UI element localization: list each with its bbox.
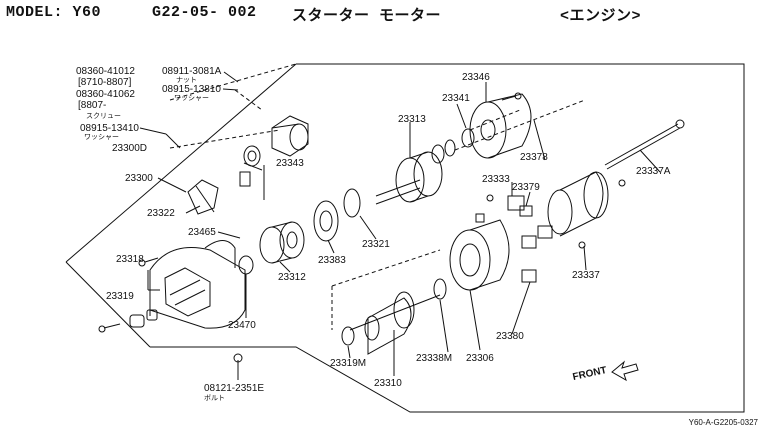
washer-23321 (343, 188, 361, 218)
part-label: 23465 (188, 227, 216, 238)
part-note: ワッシャー (174, 95, 209, 102)
part-note: ワッシャー (84, 134, 119, 141)
armature-23310 (349, 291, 441, 355)
part-label: 23312 (278, 272, 306, 283)
part-label: 23310 (374, 378, 402, 389)
part-label: 23322 (147, 208, 175, 219)
solenoid-23343 (271, 115, 309, 157)
through-bolt-23337A (604, 119, 685, 170)
part-label: 23383 (318, 255, 346, 266)
part-label: 23319M (330, 358, 367, 369)
pinion-23312 (259, 221, 305, 264)
bolts-front (98, 257, 159, 333)
part-label: 23337 (572, 270, 600, 281)
bushing-23319 (129, 314, 145, 328)
part-label: 08915-13810 (162, 84, 221, 95)
gear-housing-23346 (461, 93, 532, 159)
dashed-leaders (169, 63, 586, 330)
front-arrow (611, 360, 639, 382)
washer-23338M (433, 278, 447, 300)
doc-reference: Y60-A-G2205-0327 (688, 418, 758, 427)
assembly-frame (150, 63, 745, 413)
part-label: 23313 (398, 114, 426, 125)
plate-23383 (313, 200, 339, 242)
part-label: 23470 (228, 320, 256, 331)
part-label: 23378 (520, 152, 548, 163)
gear-shaft-23313 (375, 139, 456, 205)
washer-23465 (238, 255, 254, 275)
assembly-frame-top (65, 63, 297, 263)
part-label: 08360-41062 (76, 89, 135, 100)
rear-cover-23337 (547, 171, 609, 249)
part-label: 23318 (116, 254, 144, 265)
lever-spring (239, 145, 265, 200)
washer-23319M (341, 326, 355, 346)
part-label: 23333 (482, 174, 510, 185)
screw-23337 (618, 179, 626, 187)
part-label: 23379 (512, 182, 540, 193)
part-label: [8807- (78, 100, 107, 111)
section-label: <エンジン> (560, 8, 642, 25)
part-label: 23337A (636, 166, 671, 177)
figure-title: スターター モーター (292, 8, 442, 25)
part-label: 08911-3081A (162, 66, 222, 77)
figure-code: G22-05- 002 (152, 4, 257, 21)
part-label: 23300 (125, 173, 153, 184)
part-label: 23338M (416, 353, 453, 364)
part-note: ナット (176, 77, 197, 84)
leaders (139, 71, 661, 376)
assembly-frame-left (65, 261, 151, 348)
yoke-23306 (449, 213, 510, 291)
part-label: 08915-13410 (80, 123, 139, 134)
part-label: 23306 (466, 353, 494, 364)
part-label: 23300D (112, 143, 148, 154)
part-label: 23319 (106, 291, 134, 302)
part-label: 08121-2351E (204, 383, 265, 394)
part-note: ボルト (204, 395, 225, 402)
part-label: [8710-8807] (78, 77, 132, 88)
part-label: 23341 (442, 93, 470, 104)
part-label: 08360-41012 (76, 66, 135, 77)
plug-23319 (146, 309, 158, 321)
brush-holder (486, 194, 553, 283)
model-label: MODEL: Y60 (6, 4, 102, 21)
part-label: 23321 (362, 239, 390, 250)
bracket-23322 (187, 179, 219, 215)
part-label: 23343 (276, 158, 304, 169)
bolt-23341 (501, 92, 522, 101)
front-housing (149, 240, 246, 329)
bolt-08121 (233, 353, 243, 380)
part-note: スクリュー (86, 113, 121, 120)
part-label: 23346 (462, 72, 490, 83)
part-label: 23380 (496, 331, 524, 342)
